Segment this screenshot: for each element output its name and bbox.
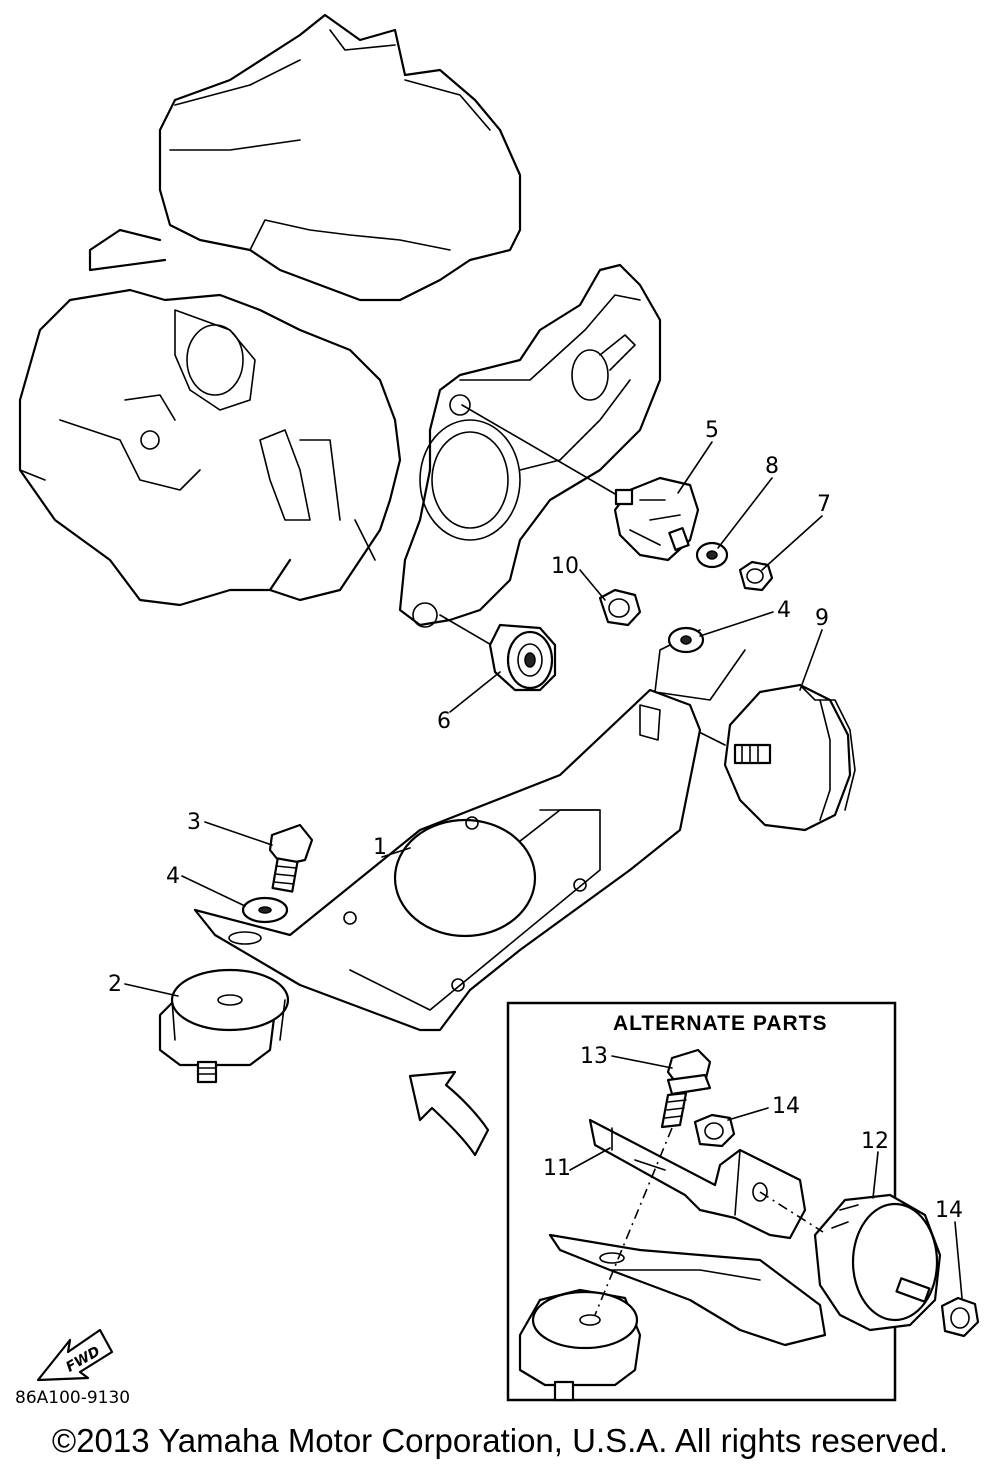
callout-13: 13 — [580, 1044, 608, 1069]
callout-1: 1 — [373, 835, 387, 860]
part-1-engine-plate — [193, 688, 702, 1032]
fwd-arrow-icon: FWD — [36, 1328, 114, 1382]
direction-arrow — [408, 1070, 490, 1157]
alternate-parts-title: ALTERNATE PARTS — [613, 1012, 828, 1035]
callout-2: 2 — [108, 972, 122, 997]
callout-4-lower: 4 — [166, 864, 180, 889]
part-3-bolt — [268, 823, 314, 893]
leader-lines — [439, 404, 746, 746]
part-4-washer-lower — [241, 896, 289, 924]
callout-5: 5 — [705, 418, 719, 443]
part-10-nut — [598, 588, 642, 627]
diagram-code: 86A100-9130 — [15, 1388, 130, 1408]
callout-14-upper: 14 — [772, 1094, 800, 1119]
part-6-bushing — [488, 623, 557, 692]
callout-9: 9 — [815, 606, 829, 631]
callout-11: 11 — [543, 1156, 571, 1181]
callout-12: 12 — [861, 1129, 889, 1154]
part-5-mount-bracket — [613, 476, 700, 562]
part-9-rubber-mount — [723, 683, 856, 832]
callout-labels: 5 8 7 10 4 9 6 1 3 4 2 13 14 12 11 14 — [108, 418, 963, 1299]
engine-outline — [18, 13, 662, 628]
callout-3: 3 — [187, 810, 201, 835]
part-2-rubber-mount — [158, 968, 290, 1084]
callout-6: 6 — [437, 709, 451, 734]
copyright-notice: ©2013 Yamaha Motor Corporation, U.S.A. A… — [51, 1422, 949, 1459]
callout-7: 7 — [817, 492, 831, 517]
callout-10: 10 — [551, 554, 579, 579]
alternate-parts-box — [506, 1001, 980, 1402]
part-4-washer-upper — [667, 626, 705, 654]
part-8-washer — [695, 541, 729, 569]
callout-14-lower: 14 — [935, 1198, 963, 1223]
callout-8: 8 — [765, 454, 779, 479]
callout-4-upper: 4 — [777, 598, 791, 623]
